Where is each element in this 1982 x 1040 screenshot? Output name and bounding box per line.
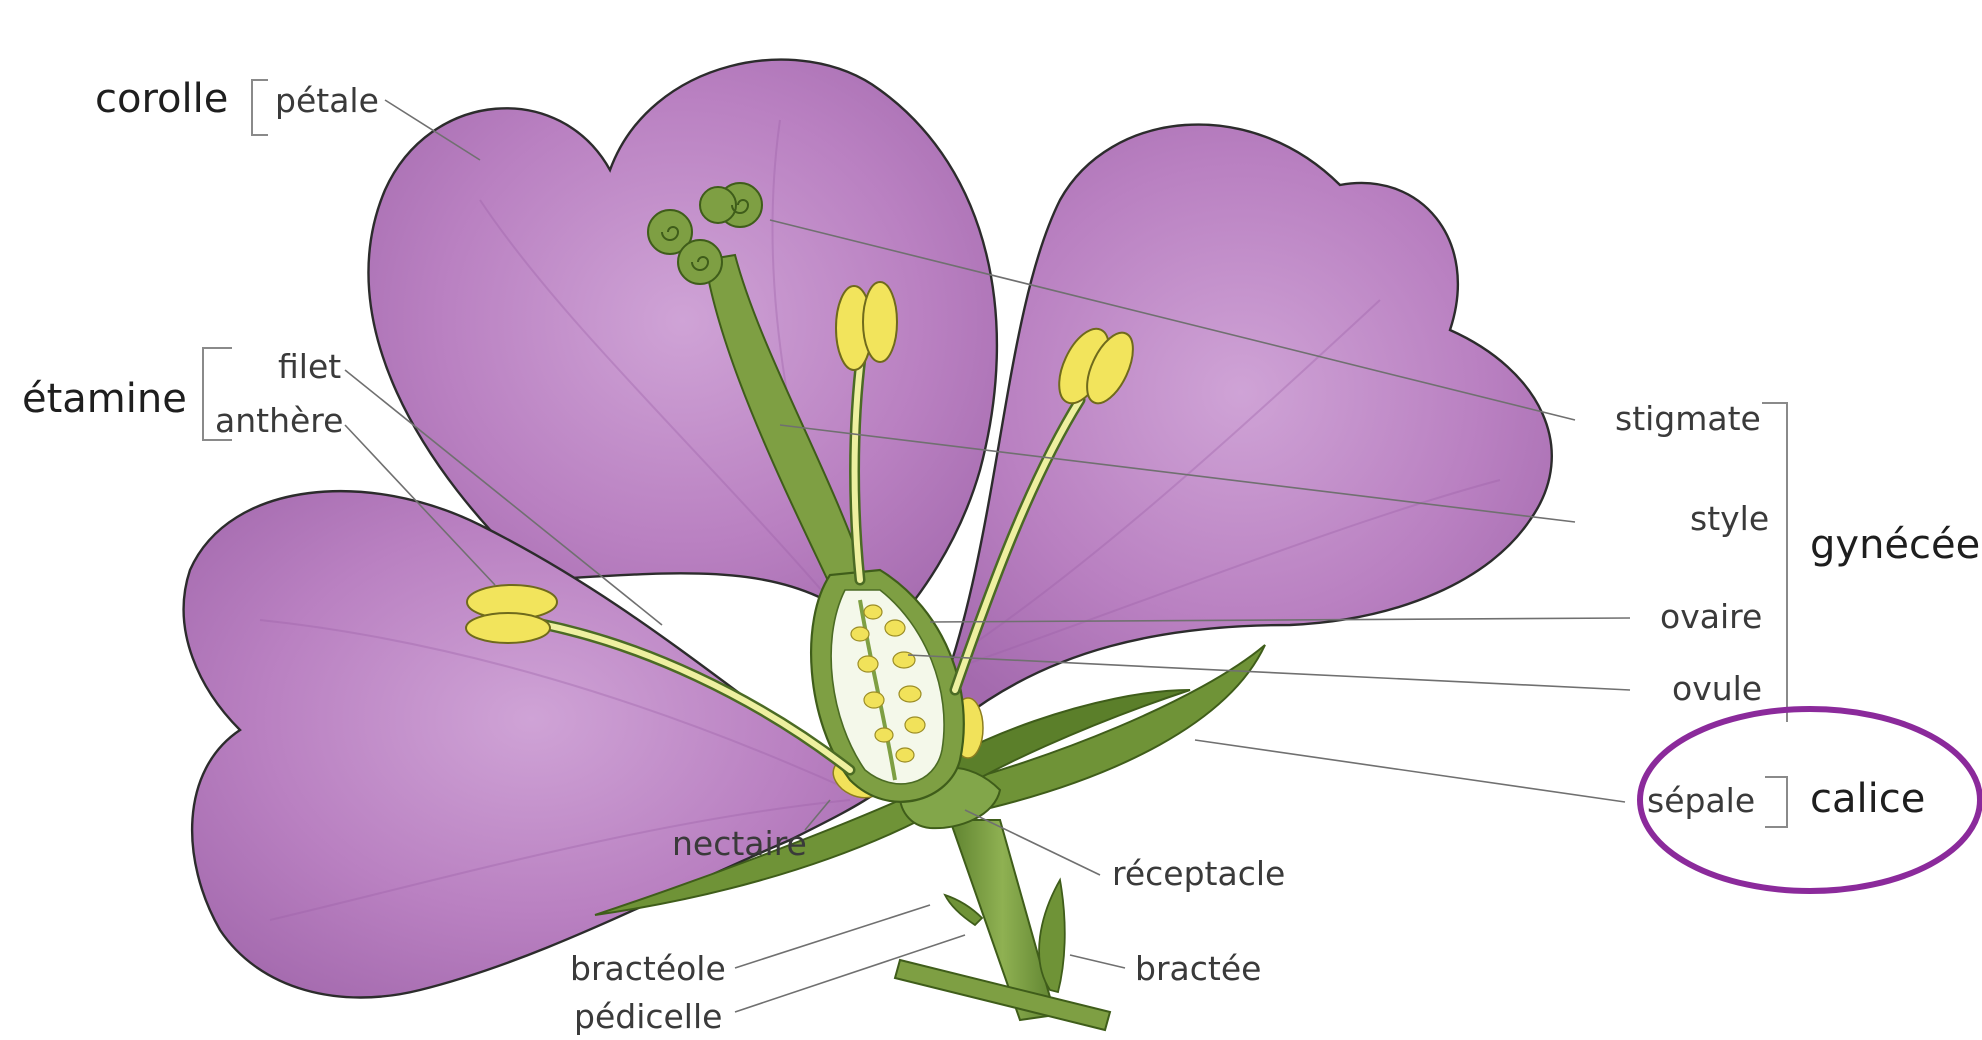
bracteole-shape (945, 895, 982, 925)
label-stigmate: stigmate (1615, 399, 1761, 438)
label-pedicelle: pédicelle (574, 997, 722, 1036)
label-ovule: ovule (1672, 669, 1762, 708)
leader-bracteole (735, 905, 930, 968)
label-anthere: anthère (215, 401, 343, 440)
leader-sepale (1195, 740, 1625, 802)
label-petale: pétale (275, 81, 379, 120)
bracket-calice (1765, 777, 1787, 827)
group-label-gynecee: gynécée (1810, 522, 1980, 568)
group-label-etamine: étamine (22, 376, 187, 422)
petals (184, 60, 1552, 998)
label-filet: filet (278, 347, 341, 386)
label-nectaire: nectaire (672, 824, 807, 863)
group-label-calice: calice (1810, 776, 1925, 822)
bracket-corolle (252, 80, 268, 135)
anther-left (466, 585, 557, 643)
group-label-corolle: corolle (95, 76, 228, 122)
anther-top (836, 282, 897, 370)
stem (895, 768, 1110, 1031)
label-receptacle: réceptacle (1112, 854, 1285, 893)
label-bracteole: bractéole (570, 949, 726, 988)
bractee-shape (1039, 880, 1065, 992)
label-bractee: bractée (1135, 949, 1261, 988)
label-style: style (1690, 499, 1769, 538)
petal-right (930, 125, 1552, 720)
label-ovaire: ovaire (1660, 597, 1762, 636)
leader-bractee (1070, 955, 1125, 968)
label-sepale: sépale (1647, 781, 1755, 820)
bracket-gynecee (1762, 403, 1787, 722)
